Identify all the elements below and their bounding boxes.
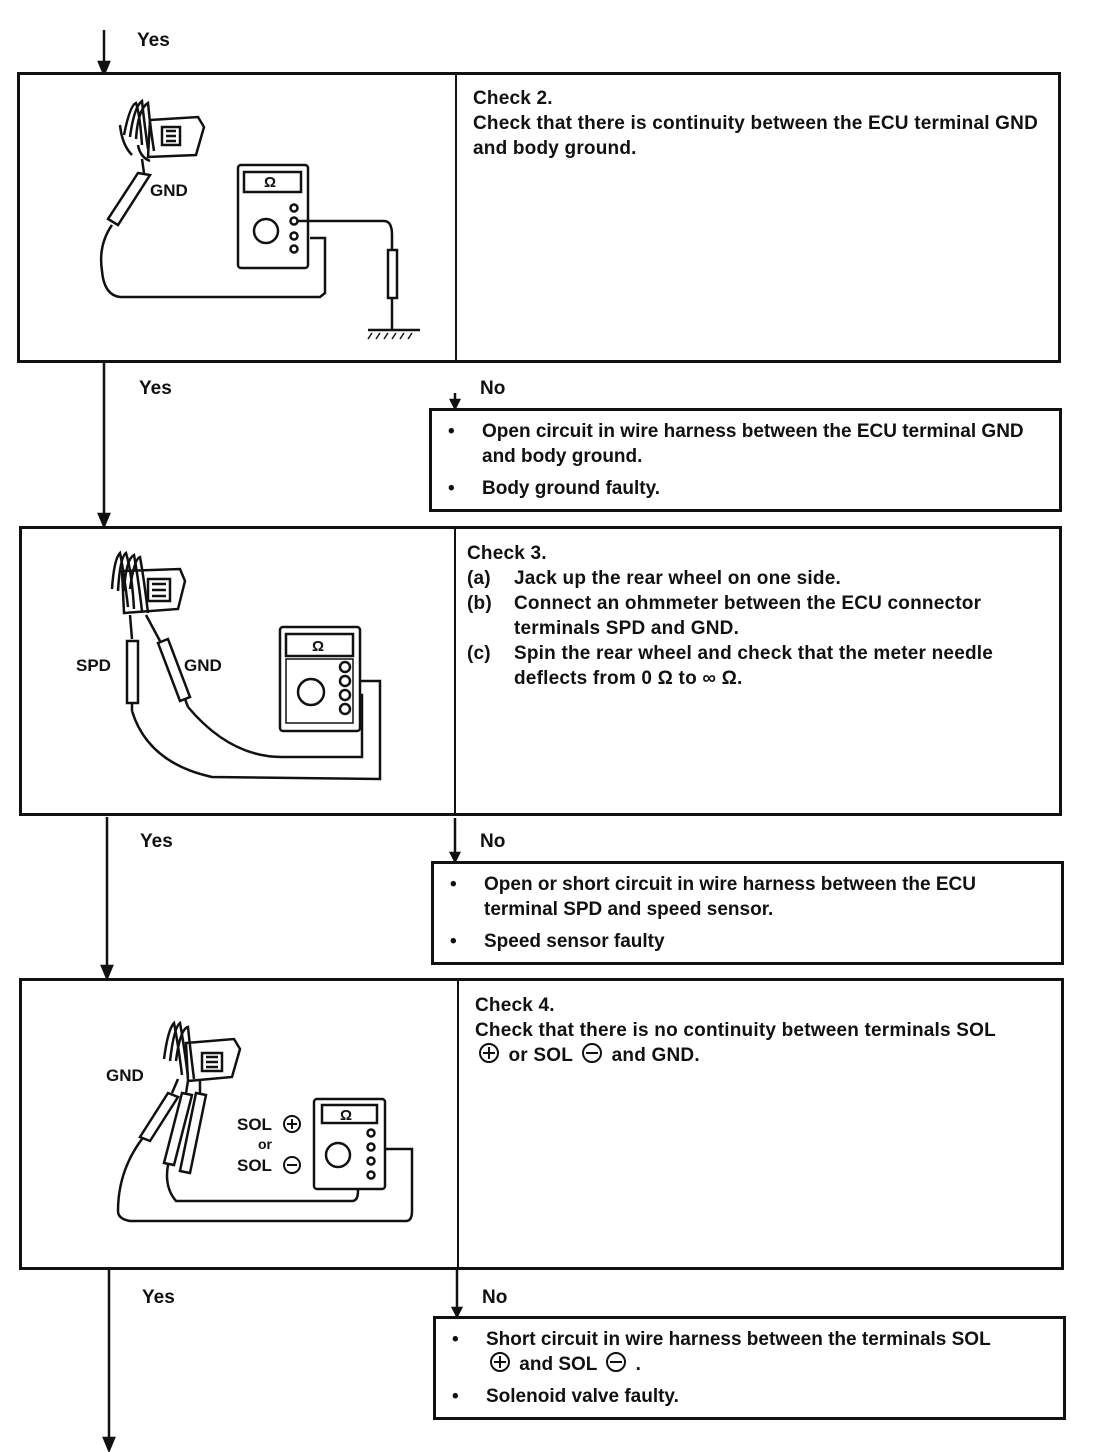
check-3-result-1: • Open or short circuit in wire harness … [450,872,1051,922]
fig-label-gnd: GND [184,656,222,675]
fig-label-gnd: GND [150,181,188,200]
check-2-result-2: • Body ground faulty. [448,478,661,499]
check-4-divider [457,981,459,1267]
connector-icon [162,1020,242,1083]
check-3-title: Check 3. [467,543,547,564]
meter-symbol: Ω [340,1107,352,1124]
check-4-result-2: • Solenoid valve faulty. [452,1386,679,1407]
probe-icon [125,614,140,711]
check-2-instruction: Check that there is continuity between t… [473,113,1039,159]
check-4-no-label: No [482,1287,508,1308]
check-4-text-block: Check 4. Check that there is no continui… [475,993,1050,1068]
ohmmeter-icon [312,1097,387,1191]
probe-icon [144,614,192,708]
result-text: Speed sensor faulty [484,931,665,952]
check-4-title: Check 4. [475,995,555,1016]
fig-label-sol-plus: SOL [237,1115,272,1134]
result-text: Short circuit in wire harness between th… [486,1329,991,1375]
ohmmeter-icon [278,625,362,733]
probe-icon [138,1078,180,1143]
meter-symbol: Ω [312,638,324,655]
probe-icon [106,158,153,227]
flow-yes-label: Yes [137,30,170,51]
check-4-figure: GND SOL or SOL Ω [106,1020,414,1223]
result-text: Solenoid valve faulty. [486,1386,679,1407]
check-2-box: GND Ω Check 2. Check that there is conti… [17,72,1061,363]
plus-circle-icon [490,1352,510,1372]
check-2-divider [455,75,457,360]
minus-circle-icon [283,1156,301,1174]
meter-symbol: Ω [264,174,276,191]
check-3-box: SPD GND Ω Check 3. (a) Jack up the rear … [19,526,1062,816]
check-3-yes-label: Yes [140,831,173,852]
check-3-step-c: (c) Spin the rear wheel and check that t… [467,643,994,689]
check-4-instruction-b: or SOL [508,1045,573,1066]
check-4-yes-label: Yes [142,1287,175,1308]
fig-label-spd: SPD [76,656,111,675]
check-2-result-1: • Open circuit in wire harness between t… [448,419,1049,469]
plus-circle-icon [479,1043,499,1063]
check-3-divider [454,529,456,813]
check-3-result-box: • Open or short circuit in wire harness … [431,861,1064,965]
check-3-text-block: Check 3. (a) Jack up the rear wheel on o… [467,541,1052,691]
result-text: Body ground faulty. [482,478,661,499]
fig-label-sol-minus: SOL [237,1156,272,1175]
check-3-step-a: (a) Jack up the rear wheel on one side. [467,568,841,589]
minus-circle-icon [582,1043,603,1063]
check-3-figure: SPD GND Ω [76,550,382,781]
result-text: Open circuit in wire harness between the… [482,421,1024,467]
ohmmeter-icon [236,163,310,270]
result-text: Open or short circuit in wire harness be… [484,874,976,920]
minus-circle-icon [606,1352,627,1372]
plus-circle-icon [283,1115,301,1133]
check-4-result-box: • Short circuit in wire harness between … [433,1316,1066,1420]
fig-label-or: or [258,1136,273,1152]
ground-icon [367,328,420,340]
check-4-instruction-a: Check that there is no continuity betwee… [475,1020,996,1041]
connector-icon [118,98,206,163]
check-4-instruction-c: and GND. [611,1045,700,1066]
check-3-step-b: (b) Connect an ohmmeter between the ECU … [467,593,982,639]
check-2-text-block: Check 2. Check that there is continuity … [473,86,1048,161]
check-2-title: Check 2. [473,88,553,109]
check-2-yes-label: Yes [139,378,172,399]
fig-label-gnd: GND [106,1066,144,1085]
check-4-box: GND SOL or SOL Ω Check 4. Check that the… [19,978,1064,1270]
check-3-no-label: No [480,831,506,852]
check-2-result-box: • Open circuit in wire harness between t… [429,408,1062,512]
connector-icon [110,550,187,615]
check-4-result-1: • Short circuit in wire harness between … [452,1329,991,1375]
check-2-no-label: No [480,378,506,399]
check-3-result-2: • Speed sensor faulty [450,931,665,952]
check-2-figure: GND Ω [99,98,420,340]
probe-icon [162,1080,208,1175]
